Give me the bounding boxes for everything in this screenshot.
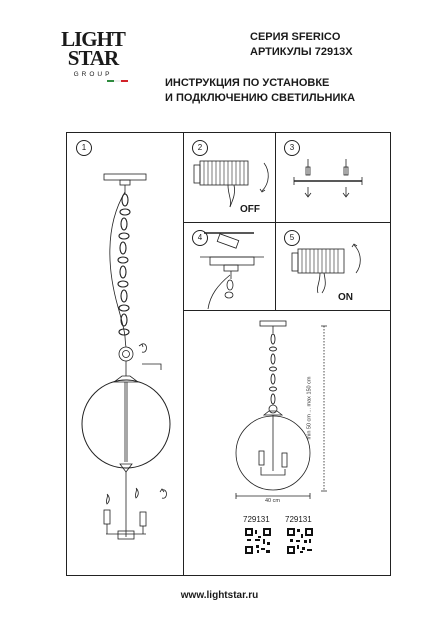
instruction-line-2: И ПОДКЛЮЧЕНИЮ СВЕТИЛЬНИКА [165, 92, 356, 104]
step-number-2: 2 [192, 140, 208, 156]
logo-word-star: STAR [67, 46, 119, 70]
series-block: СЕРИЯ SFERICO АРТИКУЛЫ 72913X [250, 30, 353, 60]
brand-logo: LIGHT STAR GROUP [58, 27, 128, 82]
frame-divider-row2 [183, 310, 391, 311]
step3-mounting-drawing [293, 159, 363, 198]
step-number-3: 3 [284, 140, 300, 156]
logo-word-light: LIGHT [61, 27, 126, 51]
step1-pendant-drawing [81, 173, 171, 540]
article-numbers: АРТИКУЛЫ 72913X [250, 46, 353, 58]
on-label: ON [338, 292, 353, 303]
qr-code-icon [287, 528, 313, 554]
diagram-frame [66, 132, 391, 576]
frame-divider-row1 [183, 222, 391, 223]
website-link[interactable]: www.lightstar.ru [180, 590, 259, 601]
article-label-1: 729131 [243, 515, 270, 524]
instruction-title: ИНСТРУКЦИЯ ПО УСТАНОВКЕ И ПОДКЛЮЧЕНИЮ СВ… [165, 76, 355, 106]
article-label-2: 729131 [285, 515, 312, 524]
step2-wiring-off-drawing [193, 160, 269, 208]
step4-canopy-drawing [200, 232, 264, 310]
frame-divider-vertical [183, 132, 184, 576]
series-title: СЕРИЯ SFERICO [250, 31, 341, 43]
qr-code-icon [245, 528, 271, 554]
italian-flag-icon [58, 80, 128, 82]
frame-divider-mid [275, 132, 276, 310]
logo-word-group: GROUP [73, 71, 113, 78]
step-number-4: 4 [192, 230, 208, 246]
step-number-5: 5 [284, 230, 300, 246]
height-dimension: min 50 cm ... max 150 cm [306, 376, 313, 440]
width-dimension: 40 cm [265, 498, 280, 504]
step-number-1: 1 [76, 140, 92, 156]
off-label: OFF [240, 204, 260, 215]
instruction-line-1: ИНСТРУКЦИЯ ПО УСТАНОВКЕ [165, 77, 330, 89]
dimension-drawing [235, 320, 327, 499]
step5-wiring-on-drawing [291, 243, 361, 294]
